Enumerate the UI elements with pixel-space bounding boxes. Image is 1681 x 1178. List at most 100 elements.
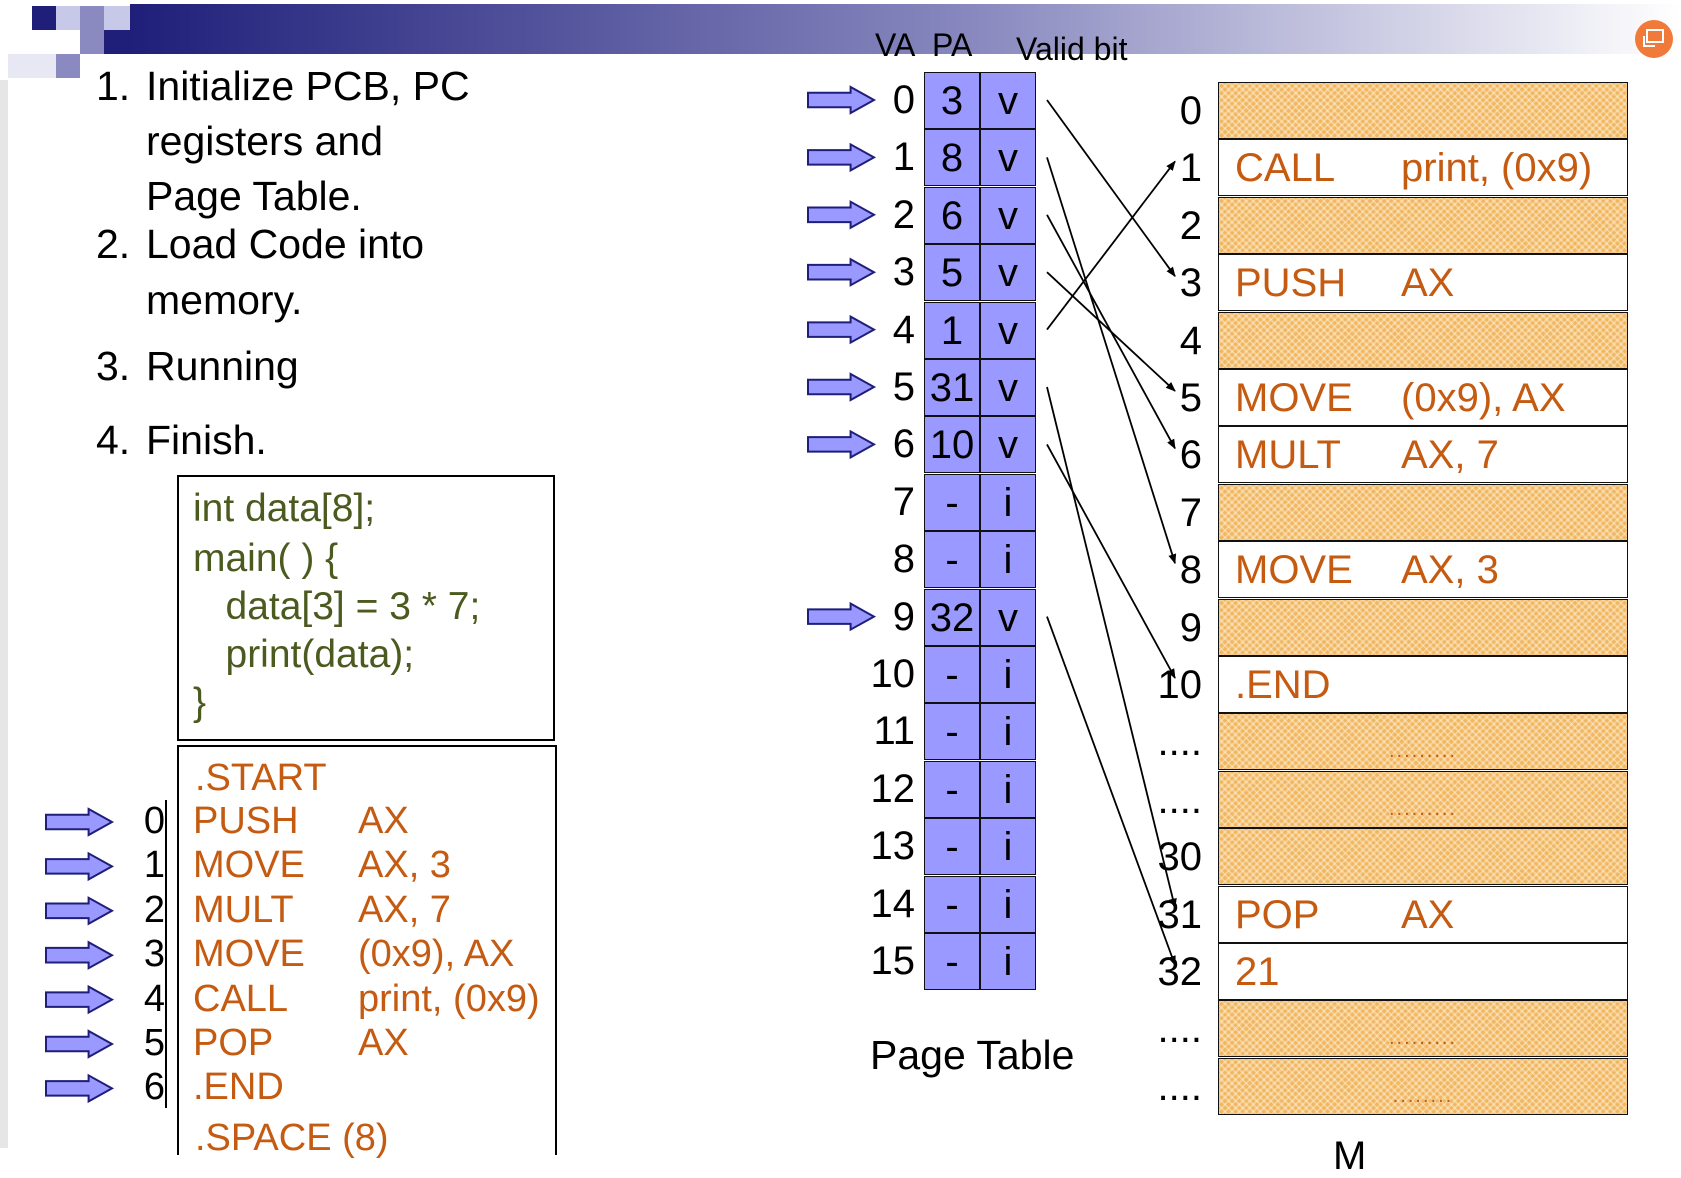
- memory-frame: [1218, 483, 1628, 541]
- page-table-pa-cell: -: [924, 818, 980, 876]
- memory-frame: 21: [1218, 943, 1628, 1000]
- page-table-pa-cell: -: [924, 473, 980, 531]
- memory-operand: AX, 3: [1401, 548, 1499, 593]
- memory-frame: POP AX: [1218, 885, 1628, 943]
- memory-frame: [1218, 828, 1628, 886]
- pt-header-va: VA: [875, 27, 916, 63]
- memory-frame: MOVE AX, 3: [1218, 541, 1628, 599]
- page-table-valid-cell: v: [980, 416, 1036, 474]
- page-table-pa-cell: 32: [924, 588, 980, 646]
- memory-address: 8: [1179, 548, 1202, 593]
- memory-address: 0: [1179, 89, 1202, 133]
- page-table-pa-cell: 10: [924, 416, 980, 474]
- memory-frame: [1218, 196, 1628, 254]
- memory-frame: [1218, 311, 1628, 369]
- asm-opcode: .END: [193, 1066, 284, 1109]
- asm-line-index: 1: [143, 844, 165, 887]
- memory-opcode: POP: [1235, 892, 1320, 937]
- page-table-pa-cell: -: [924, 646, 980, 703]
- page-table-va: 10: [870, 652, 916, 696]
- asm-operand: AX, 7: [358, 888, 451, 931]
- page-table-va: 13: [870, 824, 916, 869]
- memory-frame: [1218, 82, 1628, 139]
- step-text: Load Code into: [146, 221, 425, 267]
- pointer-arrow-icon: [807, 372, 877, 402]
- step-text: Page Table.: [146, 173, 362, 219]
- memory-address: 9: [1179, 605, 1202, 650]
- page-table-pa-cell: -: [924, 703, 980, 761]
- page-table-pa-cell: -: [924, 531, 980, 589]
- step-text: memory.: [146, 277, 303, 323]
- asm-opcode: MOVE: [193, 844, 305, 887]
- memory-address: 10: [1157, 663, 1203, 707]
- memory-address: 30: [1157, 835, 1203, 880]
- memory-ellipsis: .........: [1388, 1027, 1457, 1050]
- page-mapping-arrow: [1046, 616, 1176, 966]
- page-table-caption: Page Table: [870, 1032, 1075, 1078]
- page-mapping-arrow: [1046, 99, 1176, 278]
- memory-frame: .END: [1218, 656, 1628, 713]
- asm-space-directive: .SPACE (8): [195, 1117, 389, 1159]
- page-table-va: 3: [892, 250, 915, 295]
- memory-address: ....: [1157, 1007, 1202, 1052]
- memory-operand: AX: [1401, 892, 1455, 937]
- pointer-arrow-icon: [807, 601, 877, 632]
- pointer-arrow-icon: [45, 1073, 115, 1104]
- asm-operand: AX: [358, 1022, 409, 1064]
- page-mapping-arrow: [1046, 160, 1176, 331]
- step-number: 1.: [96, 63, 131, 109]
- code-line: data[3] = 3 * 7;: [193, 585, 481, 628]
- asm-operand: AX: [358, 800, 409, 842]
- page-mapping-arrow: [1046, 271, 1176, 392]
- page-table-va: 6: [892, 422, 915, 467]
- page-mapping-arrow: [1046, 157, 1177, 565]
- page-table-va: 12: [870, 766, 916, 811]
- memory-frame: MOVE (0x9), AX: [1218, 369, 1628, 426]
- page-table-va: 15: [870, 939, 916, 983]
- step-number: 4.: [96, 417, 131, 463]
- slide-badge-icon[interactable]: [1635, 20, 1673, 58]
- memory-opcode: MOVE: [1235, 376, 1353, 420]
- memory-frame: .........: [1218, 770, 1628, 828]
- asm-opcode: PUSH: [193, 800, 299, 842]
- page-table-valid-cell: i: [980, 875, 1036, 933]
- code-line: main( ) {: [193, 537, 339, 580]
- memory-operand: (0x9), AX: [1401, 376, 1566, 420]
- pointer-arrow-icon: [45, 851, 115, 882]
- memory-address: ....: [1157, 1064, 1202, 1109]
- memory-address: 3: [1179, 261, 1202, 306]
- memory-opcode: 21: [1235, 950, 1280, 994]
- assembly-arrows: [45, 800, 167, 1108]
- pointer-arrow-icon: [807, 257, 877, 287]
- page-table-valid-cell: v: [980, 244, 1036, 302]
- source-code-box: int data[8]; main( ) { data[3] = 3 * 7; …: [177, 475, 555, 741]
- page-table-valid-cell: v: [980, 72, 1036, 129]
- pt-header-pa: PA: [932, 27, 973, 63]
- page-table-pa-cell: -: [924, 875, 980, 933]
- memory-address: ....: [1157, 777, 1202, 822]
- page-table-va: 9: [892, 594, 915, 639]
- code-line: print(data);: [193, 633, 415, 676]
- step-text: registers and: [146, 118, 384, 164]
- page-table-pa-cell: -: [924, 760, 980, 818]
- memory-address: 32: [1157, 950, 1203, 994]
- memory-operand: AX: [1401, 261, 1455, 306]
- page-table-valid-cell: v: [980, 129, 1036, 187]
- memory-operand: print, (0x9): [1401, 146, 1593, 191]
- page-table-valid-cell: i: [980, 933, 1036, 990]
- code-line: int data[8];: [193, 487, 376, 530]
- asm-opcode: CALL: [193, 977, 289, 1020]
- asm-line-index: 2: [143, 888, 165, 931]
- memory-opcode: MULT: [1235, 433, 1341, 478]
- step-text: Running: [146, 343, 299, 389]
- page-table-pa-cell: 6: [924, 186, 980, 244]
- memory-address: 2: [1179, 203, 1202, 248]
- pointer-arrow-icon: [45, 1029, 115, 1059]
- asm-opcode: POP: [193, 1022, 274, 1064]
- memory-opcode: MOVE: [1235, 548, 1353, 593]
- pointer-arrow-icon: [807, 142, 877, 173]
- page-table-va: 2: [892, 192, 915, 237]
- memory-caption: M: [1333, 1134, 1367, 1178]
